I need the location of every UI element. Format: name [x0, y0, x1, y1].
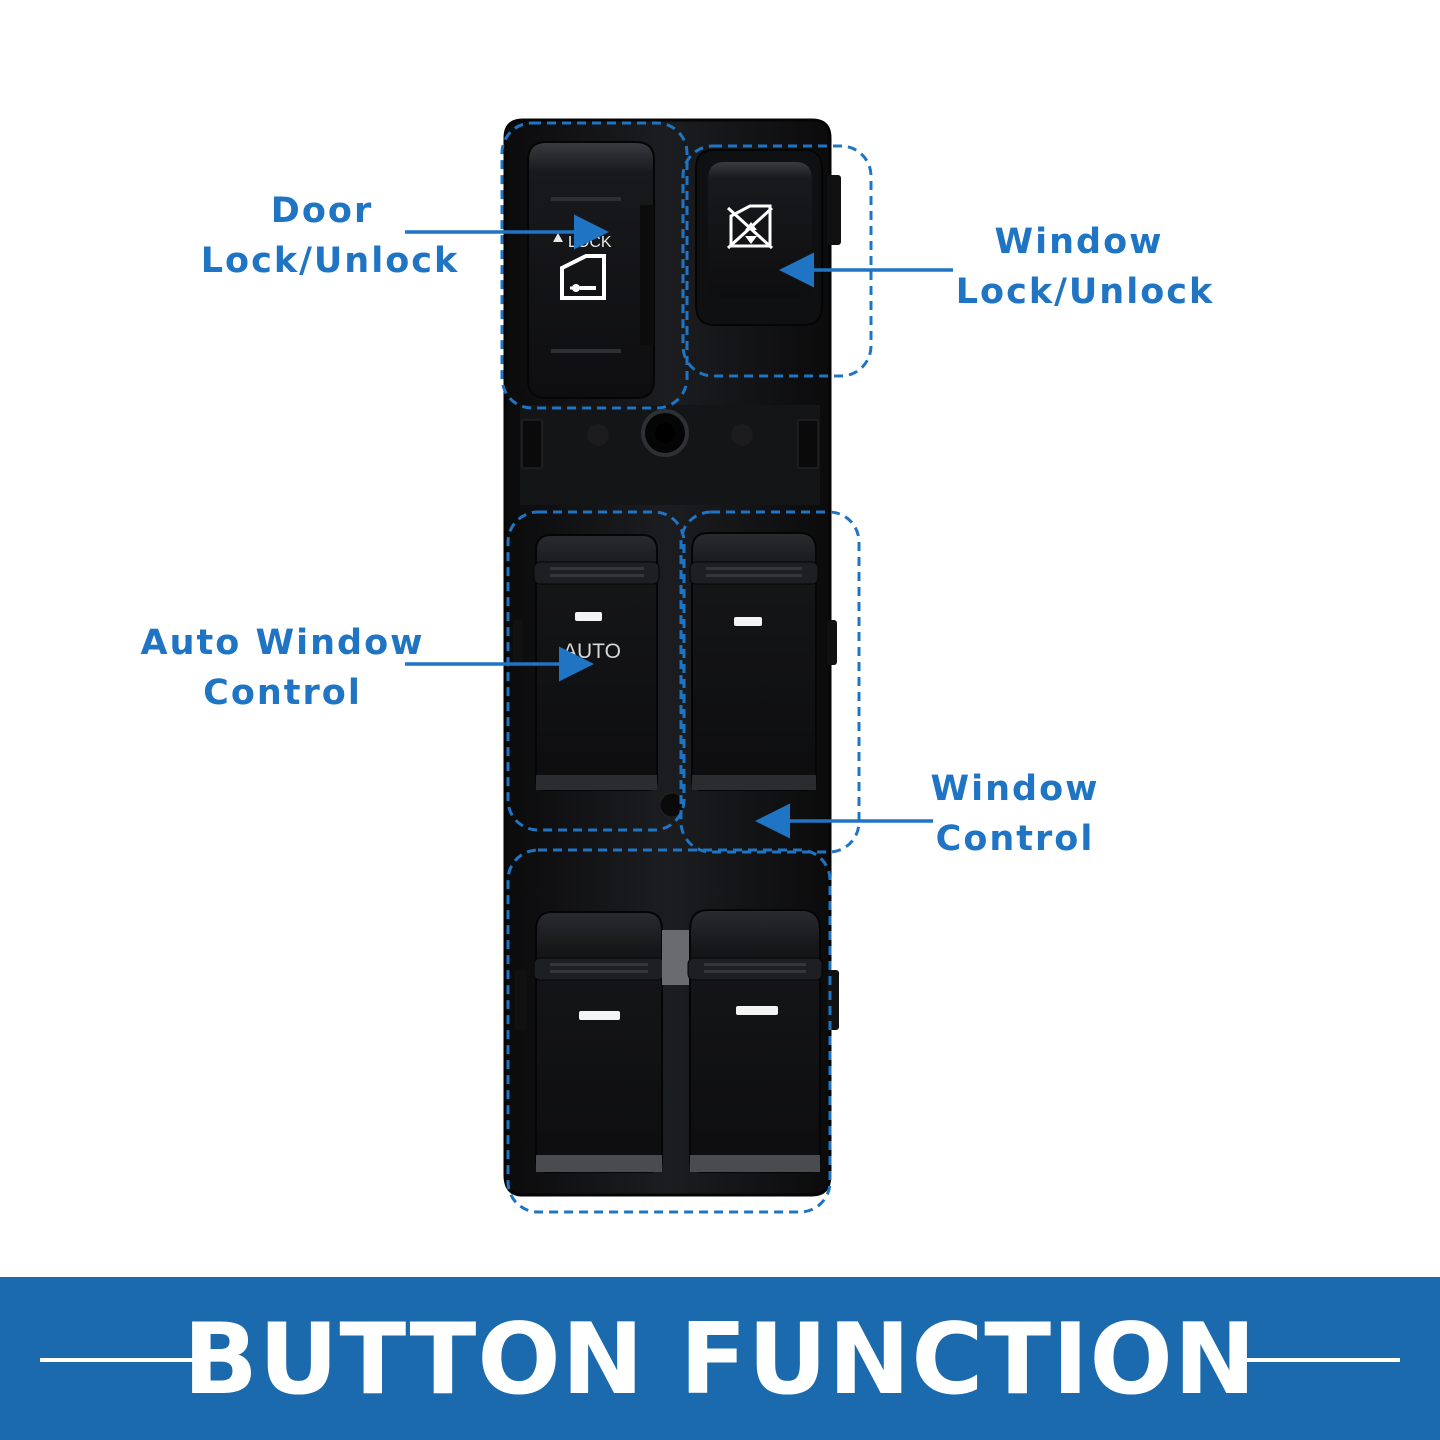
window-control-highlight: [679, 510, 861, 854]
indicator-light: [734, 617, 762, 626]
rear-left-window-switch[interactable]: [533, 911, 665, 1173]
window-lock-callout-line1: Window: [994, 222, 1164, 262]
rear-right-window-switch[interactable]: [687, 909, 823, 1173]
title-banner: BUTTON FUNCTION: [0, 1277, 1440, 1440]
passenger-window-switch[interactable]: [689, 532, 819, 791]
window-lock-highlight: [681, 144, 873, 378]
banner-title: BUTTON FUNCTION: [183, 1303, 1257, 1417]
window-control-callout-line2: Control: [935, 819, 1095, 859]
door-lock-callout-line2: Lock/Unlock: [200, 241, 460, 281]
window-switch-panel: LOCK AUTO: [405, 118, 953, 1214]
door-lock-switch[interactable]: LOCK: [527, 141, 655, 399]
indicator-light: [575, 612, 602, 621]
door-lock-callout-line1: Door: [270, 191, 374, 231]
door-lock-callout: Door Lock/Unlock: [190, 186, 470, 286]
lock-label: LOCK: [568, 234, 612, 251]
auto-window-callout-line2: Control: [203, 673, 362, 713]
window-control-callout-line1: Window: [930, 769, 1100, 809]
auto-label: AUTO: [563, 640, 621, 663]
auto-window-highlight: [506, 510, 686, 832]
rear-windows-highlight: [506, 848, 832, 1214]
auto-window-switch[interactable]: AUTO: [533, 534, 660, 791]
banner-rule-left: [40, 1358, 195, 1362]
indicator-light: [736, 1006, 778, 1015]
auto-window-callout: Auto Window Control: [135, 618, 430, 718]
door-lock-highlight: [500, 121, 689, 410]
banner-rule-right: [1247, 1358, 1400, 1362]
indicator-light: [579, 1011, 620, 1020]
window-lock-callout-line2: Lock/Unlock: [955, 272, 1215, 312]
window-lock-callout: Window Lock/Unlock: [950, 217, 1220, 317]
auto-window-callout-line1: Auto Window: [140, 623, 425, 663]
window-lock-switch[interactable]: [695, 149, 823, 326]
window-control-callout: Window Control: [900, 764, 1130, 864]
